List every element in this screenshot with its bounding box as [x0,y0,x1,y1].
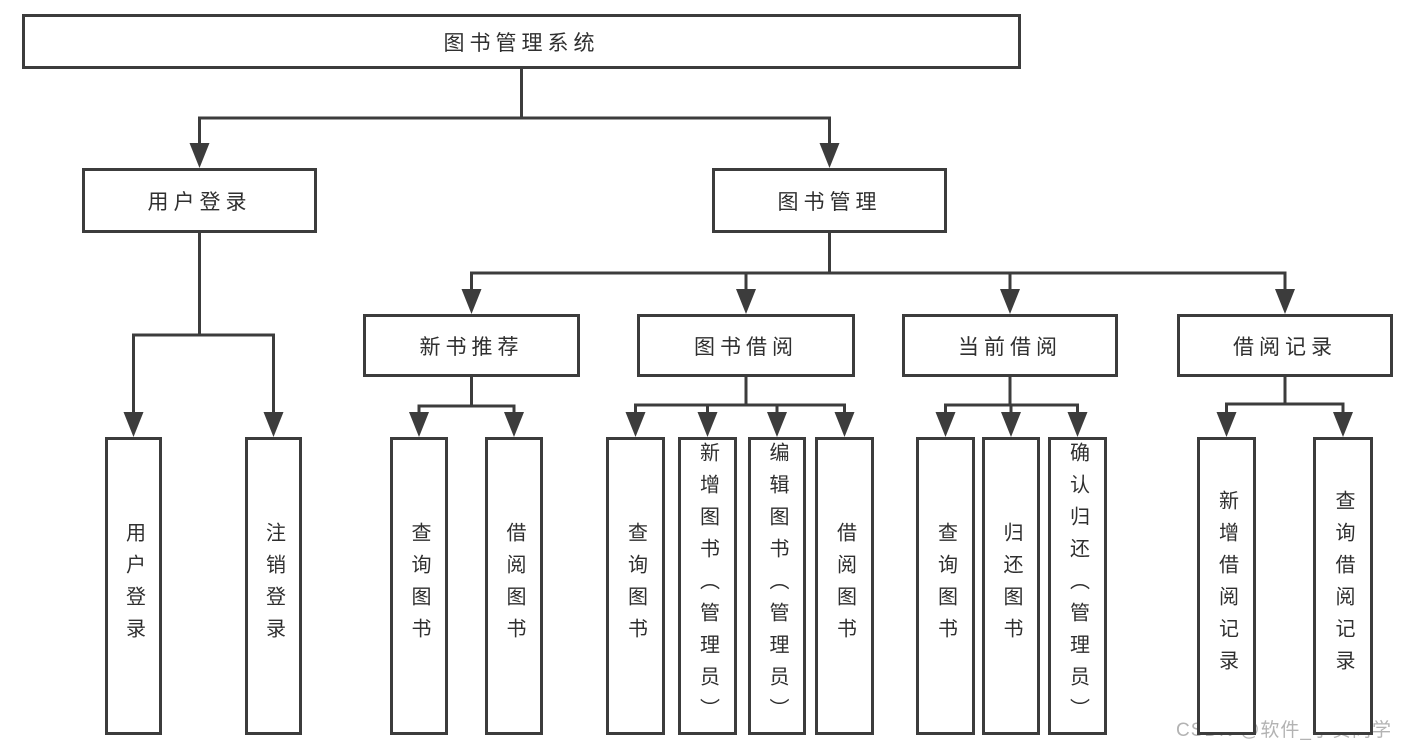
node-label-leaf-add-book: 新增图书（管理员） [696,442,719,730]
node-leaf-borrow-book-2: 借阅图书 [815,437,874,735]
node-leaf-return-book: 归还图书 [982,437,1040,735]
node-leaf-borrow-book-1: 借阅图书 [485,437,543,735]
node-label-book-borrow: 图书借阅 [694,335,798,359]
node-leaf-add-record: 新增借阅记录 [1197,437,1256,735]
node-root: 图书管理系统 [22,14,1021,69]
node-leaf-user-login: 用户登录 [105,437,162,735]
node-leaf-query-record: 查询借阅记录 [1313,437,1373,735]
node-label-current-borrow: 当前借阅 [958,335,1062,359]
node-current-borrow: 当前借阅 [902,314,1118,377]
node-label-leaf-borrow-book-2: 借阅图书 [833,522,856,650]
node-leaf-query-book-1: 查询图书 [390,437,448,735]
node-leaf-logout: 注销登录 [245,437,302,735]
node-label-leaf-query-book-3: 查询图书 [934,522,957,650]
node-label-leaf-logout: 注销登录 [262,522,285,650]
node-label-borrow-records: 借阅记录 [1233,335,1337,359]
node-label-root: 图书管理系统 [443,31,600,55]
node-user-login: 用户登录 [82,168,317,233]
edge-lines [132,67,1345,420]
node-leaf-query-book-3: 查询图书 [916,437,975,735]
node-book-borrow: 图书借阅 [637,314,855,377]
node-label-leaf-query-record: 查询借阅记录 [1332,490,1354,682]
node-label-leaf-edit-book: 编辑图书（管理员） [766,442,788,730]
node-label-leaf-user-login: 用户登录 [122,522,145,650]
node-label-leaf-borrow-book-1: 借阅图书 [503,522,525,650]
node-label-leaf-confirm-return: 确认归还（管理员） [1066,442,1089,730]
node-leaf-query-book-2: 查询图书 [606,437,665,735]
node-label-user-login: 用户登录 [147,190,252,214]
node-leaf-edit-book: 编辑图书（管理员） [748,437,806,735]
node-label-book-mgmt: 图书管理 [777,190,882,214]
node-label-new-book-rec: 新书推荐 [419,335,524,359]
node-label-leaf-query-book-2: 查询图书 [624,522,647,650]
node-book-mgmt: 图书管理 [712,168,947,233]
node-label-leaf-add-record: 新增借阅记录 [1215,490,1238,682]
node-leaf-confirm-return: 确认归还（管理员） [1048,437,1107,735]
node-new-book-rec: 新书推荐 [363,314,580,377]
arrowhead-icon [123,143,1353,437]
node-borrow-records: 借阅记录 [1177,314,1393,377]
node-label-leaf-query-book-1: 查询图书 [408,522,430,650]
node-label-leaf-return-book: 归还图书 [1000,522,1022,650]
node-leaf-add-book: 新增图书（管理员） [678,437,737,735]
